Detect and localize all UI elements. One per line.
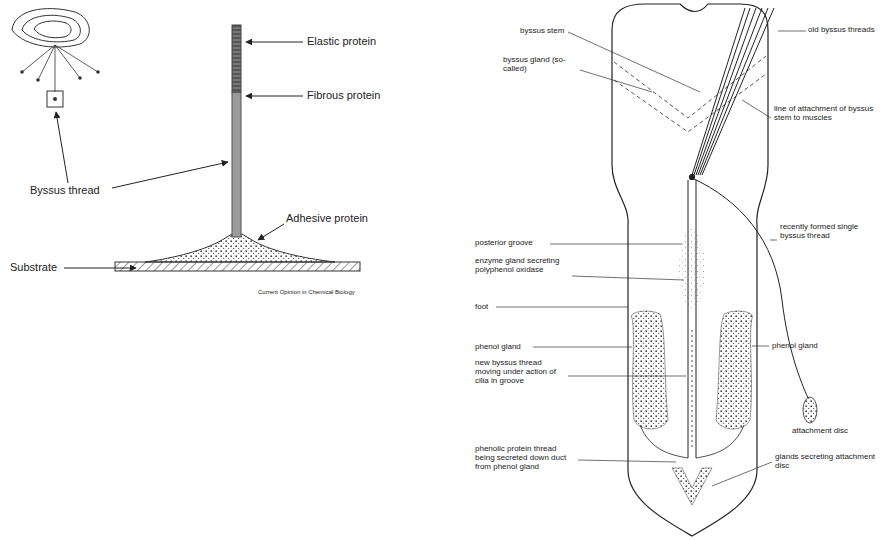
- part-label: phenolic protein thread being secreted d…: [475, 444, 577, 472]
- attachment-disc: [803, 397, 817, 423]
- elastic-part: [232, 25, 241, 92]
- part-label: phenol gland: [772, 341, 818, 350]
- part-label: enzyme gland secreting polyphenol oxidas…: [475, 256, 571, 274]
- fibrous-part: [232, 92, 241, 237]
- part-label: old byssus threads: [808, 25, 875, 34]
- part-label: glands secreting attachment disc: [775, 452, 887, 470]
- part-label: Elastic protein: [307, 35, 376, 48]
- part-label: attachment disc: [792, 426, 848, 435]
- part-label: Adhesive protein: [286, 212, 368, 225]
- substrate: [115, 262, 360, 271]
- byssus-thread-scheme: [56, 25, 360, 271]
- part-label: line of attachment of byssus stem to mus…: [774, 104, 886, 122]
- part-label: recently formed single byssus thread: [780, 222, 884, 240]
- mussel-sketch: [12, 9, 100, 107]
- phenol-gland-left: [631, 311, 668, 429]
- part-label: new byssus thread moving under action of…: [475, 358, 567, 386]
- credit-note: Current Opinion in Chemical Biology: [258, 289, 355, 296]
- part-label: byssus gland (so-called): [503, 55, 579, 73]
- phenol-gland-right: [716, 311, 753, 429]
- part-label: Byssus thread: [30, 184, 100, 197]
- disc-glands: [672, 468, 712, 505]
- part-label: Substrate: [10, 261, 57, 274]
- part-label: phenol gland: [475, 342, 533, 351]
- adhesive-plaque: [145, 234, 335, 262]
- part-label: byssus stem: [520, 26, 564, 35]
- enzyme-gland: [679, 228, 705, 308]
- part-label: foot: [475, 302, 488, 311]
- part-label: posterior groove: [475, 238, 551, 247]
- part-label: Fibrous protein: [307, 89, 380, 102]
